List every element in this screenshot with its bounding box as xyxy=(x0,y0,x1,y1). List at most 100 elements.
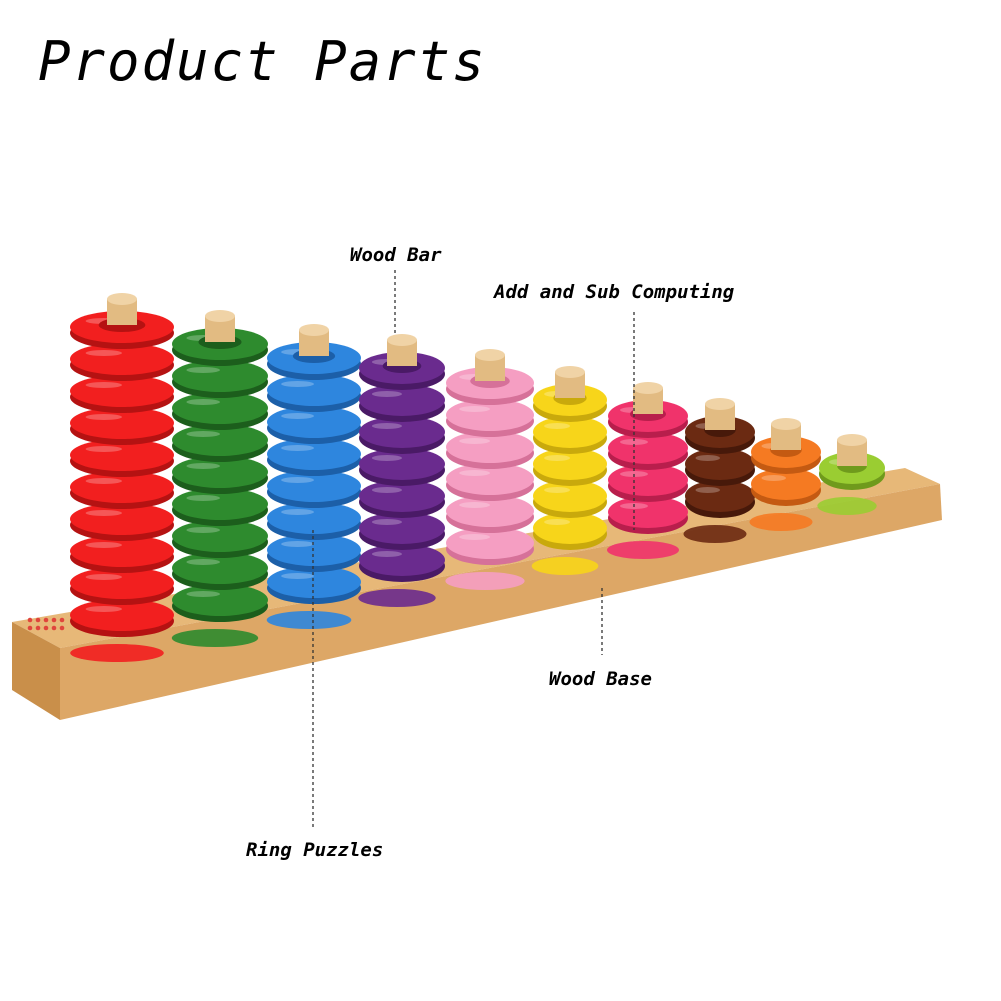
ring-highlight xyxy=(761,475,786,481)
callout-leader-lines xyxy=(312,270,635,828)
ring-highlight xyxy=(85,606,123,612)
ring-top xyxy=(446,399,534,431)
ring-top xyxy=(359,416,445,448)
wood-base-side xyxy=(12,622,60,720)
ring-highlight xyxy=(85,574,123,580)
ring-top xyxy=(446,527,534,559)
ring-top xyxy=(446,431,534,463)
ring-highlight xyxy=(85,382,123,388)
ring-highlight xyxy=(186,559,220,565)
callout-wood-base: Wood Base xyxy=(549,668,652,690)
ring-highlight xyxy=(371,551,403,557)
ring-highlight xyxy=(371,519,403,525)
ring-top xyxy=(685,448,755,480)
wood-peg-top xyxy=(107,293,137,305)
wood-peg-top xyxy=(205,310,235,322)
ring-top xyxy=(70,375,174,407)
ring-highlight xyxy=(85,350,123,356)
ring-top xyxy=(267,534,361,566)
ring-highlight xyxy=(371,455,403,461)
ring-highlight xyxy=(281,477,314,483)
ring-highlight xyxy=(620,439,648,445)
wood-peg-top xyxy=(633,382,663,394)
wood-peg-top xyxy=(705,398,735,410)
ring-highlight xyxy=(85,478,123,484)
ring-top xyxy=(172,456,268,488)
ring-highlight xyxy=(85,446,123,452)
ring-top xyxy=(70,599,174,631)
ring-highlight xyxy=(281,509,314,515)
ring-top xyxy=(70,503,174,535)
wood-peg-top xyxy=(387,334,417,346)
ring-highlight xyxy=(695,487,720,493)
ring-highlight xyxy=(186,399,220,405)
ring-highlight xyxy=(544,487,570,493)
ring-top xyxy=(533,480,607,512)
ring-highlight xyxy=(544,423,570,429)
wood-base-front xyxy=(60,484,942,720)
ring-highlight xyxy=(186,367,220,373)
wood-peg-top xyxy=(771,418,801,430)
ring-top xyxy=(267,566,361,598)
ring-highlight xyxy=(186,431,220,437)
ring-top xyxy=(172,584,268,616)
ring-top xyxy=(608,464,688,496)
ring-top xyxy=(70,535,174,567)
ring-top xyxy=(267,502,361,534)
ring-highlight xyxy=(459,534,490,540)
wood-peg-top xyxy=(837,434,867,446)
equation-label xyxy=(266,611,352,629)
base-dot xyxy=(27,617,33,623)
ring-highlight xyxy=(186,463,220,469)
base-dot xyxy=(51,625,57,631)
callout-wood-bar: Wood Bar xyxy=(350,244,442,266)
ring-highlight xyxy=(371,391,403,397)
base-dot xyxy=(35,625,41,631)
ring-top xyxy=(267,470,361,502)
equation-label xyxy=(749,513,813,531)
wood-peg-top xyxy=(299,324,329,336)
ring-top xyxy=(359,480,445,512)
ring-highlight xyxy=(186,591,220,597)
ring-highlight xyxy=(281,381,314,387)
ring-top xyxy=(70,567,174,599)
equation-label xyxy=(358,589,436,607)
ring-top xyxy=(533,512,607,544)
ring-highlight xyxy=(186,527,220,533)
ring-highlight xyxy=(281,541,314,547)
ring-highlight xyxy=(186,495,220,501)
ring-top xyxy=(359,544,445,576)
ring-top xyxy=(751,468,821,500)
ring-top xyxy=(172,552,268,584)
ring-top xyxy=(446,495,534,527)
ring-top xyxy=(359,448,445,480)
base-dot xyxy=(43,625,49,631)
base-dot xyxy=(51,617,57,623)
ring-top xyxy=(70,343,174,375)
equation-label xyxy=(70,644,164,662)
ring-top xyxy=(533,416,607,448)
ring-highlight xyxy=(371,487,403,493)
base-dot xyxy=(35,617,41,623)
ring-stacks xyxy=(70,293,885,662)
equation-label xyxy=(683,525,747,543)
ring-top xyxy=(172,360,268,392)
ring-highlight xyxy=(544,519,570,525)
base-dot xyxy=(59,617,65,623)
ring-top xyxy=(533,448,607,480)
equation-label xyxy=(531,557,599,575)
page-title: Product Parts xyxy=(38,30,487,93)
ring-highlight xyxy=(85,510,123,516)
callout-add-sub-computing: Add and Sub Computing xyxy=(494,281,735,303)
base-dot xyxy=(43,617,49,623)
ring-highlight xyxy=(281,413,314,419)
ring-top xyxy=(70,439,174,471)
ring-top xyxy=(70,407,174,439)
ring-top xyxy=(267,438,361,470)
ring-highlight xyxy=(459,406,490,412)
ring-top xyxy=(267,406,361,438)
ring-highlight xyxy=(459,502,490,508)
equation-label xyxy=(171,629,259,647)
ring-top xyxy=(446,463,534,495)
